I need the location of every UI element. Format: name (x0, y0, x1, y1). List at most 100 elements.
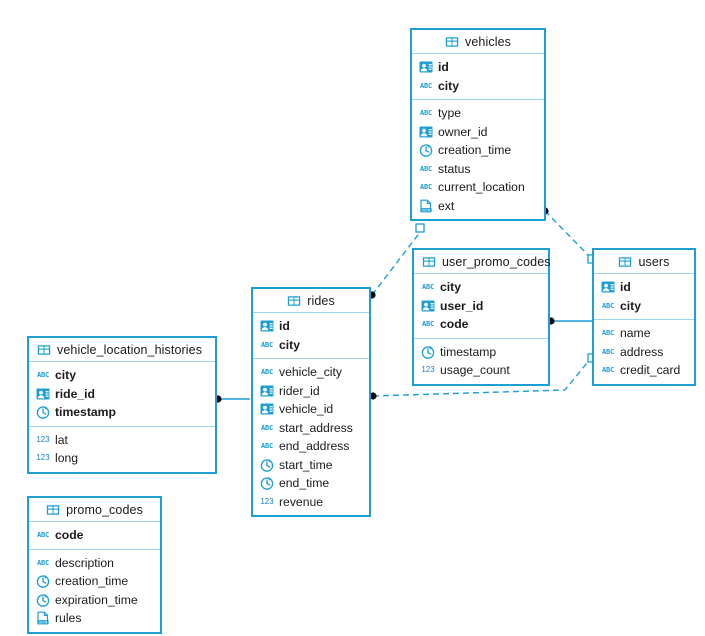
table-title: vehicles (465, 34, 511, 49)
column-name: ride_id (55, 386, 95, 401)
table-column[interactable]: timestamp (414, 343, 548, 362)
column-name: current_location (438, 180, 525, 195)
table-column[interactable]: rider_id (253, 382, 369, 401)
person-card-icon (260, 319, 274, 333)
table-column[interactable]: vehicle_id (253, 400, 369, 419)
primary-key-column[interactable]: id (594, 278, 694, 297)
123-icon: 123 (421, 365, 435, 375)
columns-section: timestamp 123 usage_count (414, 339, 548, 384)
clock-icon (260, 476, 274, 491)
abc-icon: ABC (260, 368, 274, 377)
abc-icon: ABC (601, 347, 615, 356)
column-name: description (55, 555, 114, 570)
123-icon: 123 (260, 496, 274, 506)
table-header-vehicle_location_histories[interactable]: vehicle_location_histories (29, 338, 215, 362)
table-header-user_promo_codes[interactable]: user_promo_codes (414, 250, 551, 274)
relationship-user_promo_codes-users[interactable] (547, 317, 592, 325)
table-title: rides (307, 293, 335, 308)
primary-key-column[interactable]: ABC code (29, 526, 160, 545)
primary-key-column[interactable]: ride_id (29, 385, 215, 404)
table-column[interactable]: end_time (253, 474, 369, 493)
primary-key-column[interactable]: id (253, 317, 369, 336)
column-name: city (438, 78, 460, 93)
table-column[interactable]: expiration_time (29, 591, 160, 610)
person-card-icon (419, 125, 433, 139)
relationship-endpoint-square (415, 223, 425, 233)
primary-key-column[interactable]: user_id (414, 297, 548, 316)
table-column[interactable]: owner_id (412, 123, 544, 142)
table-header-promo_codes[interactable]: promo_codes (29, 498, 160, 522)
column-name: end_address (279, 439, 350, 454)
column-name: usage_count (440, 363, 510, 378)
column-name: id (279, 319, 290, 334)
column-name: expiration_time (55, 592, 138, 607)
column-name: address (620, 344, 664, 359)
column-name: timestamp (440, 344, 497, 359)
relationship-vehicle_location_histories-rides[interactable] (214, 395, 250, 403)
table-column[interactable]: ABC address (594, 343, 694, 362)
abc-icon: ABC (421, 320, 435, 329)
clock-icon (419, 143, 433, 158)
table-header-vehicles[interactable]: vehicles (412, 30, 544, 54)
json-file-icon: JSON (36, 611, 50, 625)
table-title: users (638, 254, 670, 269)
abc-icon: ABC (36, 531, 50, 540)
table-header-users[interactable]: users (594, 250, 694, 274)
json-file-icon: JSON (419, 199, 433, 213)
person-card-icon (601, 280, 615, 294)
column-name: rules (55, 611, 82, 626)
column-name: timestamp (55, 405, 116, 420)
person-card-icon (421, 299, 435, 313)
column-name: code (55, 528, 84, 543)
table-grid-icon (46, 503, 60, 517)
column-name: start_address (279, 420, 353, 435)
column-name: end_time (279, 476, 330, 491)
table-column[interactable]: creation_time (29, 572, 160, 591)
primary-key-column[interactable]: id (412, 58, 544, 77)
primary-key-column[interactable]: timestamp (29, 403, 215, 422)
table-column[interactable]: JSON rules (29, 609, 160, 628)
table-column[interactable]: 123 usage_count (414, 361, 548, 380)
table-grid-icon (37, 343, 51, 357)
table-header-rides[interactable]: rides (253, 289, 369, 313)
table-grid-icon (618, 255, 632, 269)
abc-icon: ABC (260, 340, 274, 349)
table-column[interactable]: start_time (253, 456, 369, 475)
column-name: city (620, 298, 642, 313)
abc-icon: ABC (36, 371, 50, 380)
abc-icon: ABC (419, 109, 433, 118)
table-column[interactable]: creation_time (412, 141, 544, 160)
column-name: city (440, 280, 462, 295)
